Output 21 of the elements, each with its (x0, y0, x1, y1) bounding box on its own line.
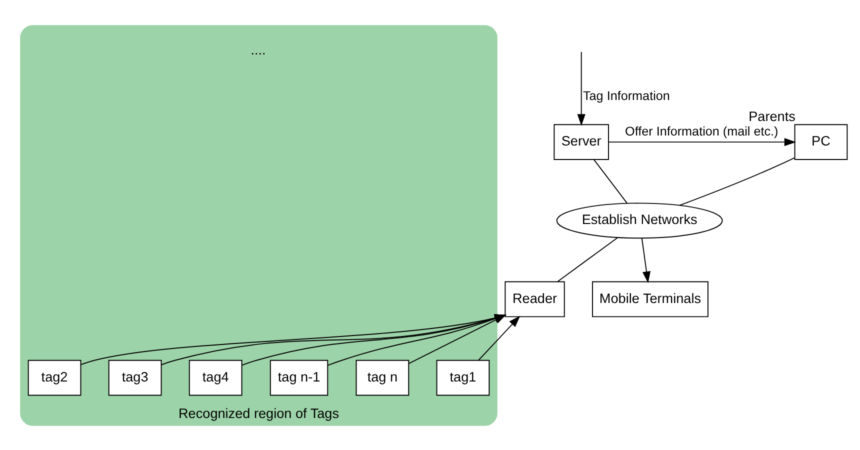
node-box: tag n (356, 359, 410, 396)
edge-label: Tag Information (583, 88, 670, 102)
arrow (577, 50, 586, 126)
node-label: Parents (748, 108, 796, 124)
edge-label: Offer Information (mail etc.) (625, 124, 778, 138)
node-box: tag1 (436, 359, 490, 396)
arrow (608, 137, 796, 146)
node-ellipse: Establish Networks (556, 202, 723, 238)
node-box: PC (794, 124, 848, 160)
node-box: Server (554, 124, 609, 160)
connector (594, 158, 628, 204)
node-box: tag n-1 (270, 359, 328, 396)
connector (679, 156, 795, 206)
node-box: tag3 (108, 359, 162, 396)
connector (557, 236, 618, 282)
label: .... (250, 42, 266, 57)
node-box: Mobile Terminals (592, 280, 708, 317)
node-box: tag4 (188, 359, 242, 396)
node-box: tag2 (28, 359, 82, 396)
node-box: Reader (504, 280, 565, 317)
arrow (641, 237, 651, 283)
